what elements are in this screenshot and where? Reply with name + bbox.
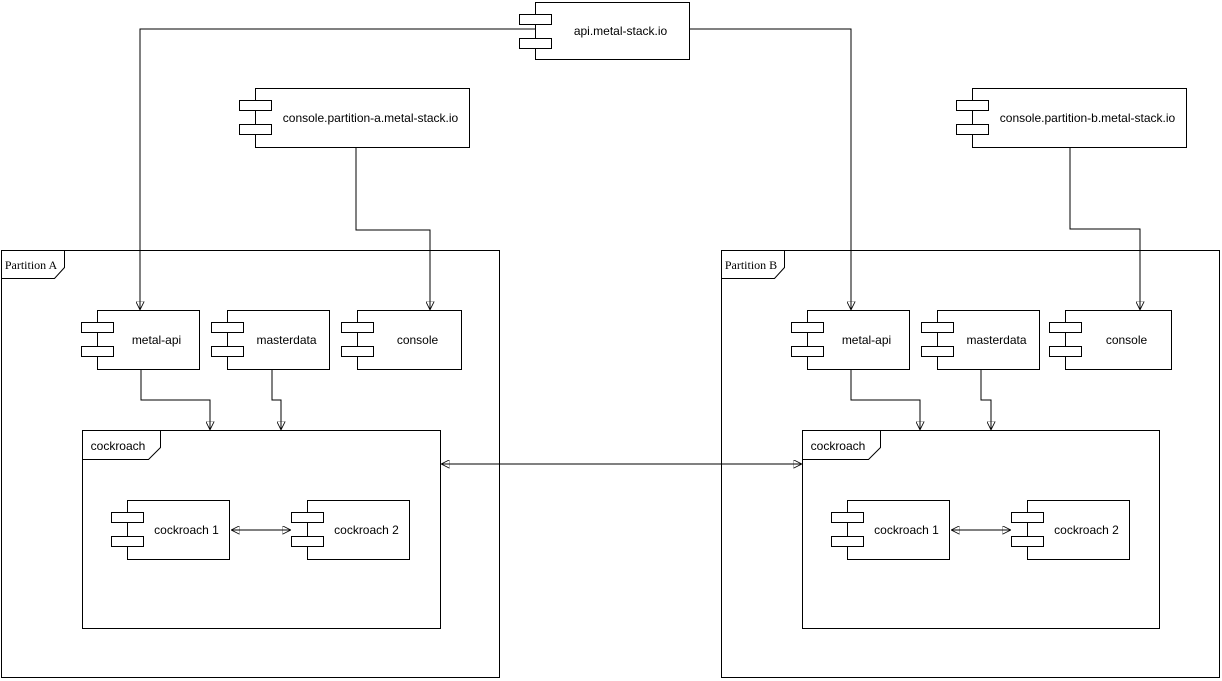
component-icon	[81, 346, 114, 357]
component-icon	[341, 322, 374, 333]
component-icon	[956, 124, 989, 135]
component-label: metal-api	[131, 333, 182, 347]
component-icon	[831, 512, 864, 523]
component-label: masterdata	[966, 333, 1027, 347]
component-cockroach-2-b: cockroach 2	[1011, 500, 1130, 560]
component-icon	[111, 512, 144, 523]
component-icon	[111, 536, 144, 547]
component-icon	[1011, 512, 1044, 523]
component-metal-api-a: metal-api	[81, 310, 200, 370]
partition-b-label: Partition B	[724, 257, 778, 272]
partition-a-label: Partition A	[4, 257, 58, 272]
component-icon	[791, 346, 824, 357]
component-metal-api-b: metal-api	[791, 310, 910, 370]
component-icon	[791, 322, 824, 333]
component-icon	[81, 322, 114, 333]
component-masterdata-b: masterdata	[921, 310, 1040, 370]
cockroach-frame-a-label: cockroach	[90, 438, 146, 453]
component-label: masterdata	[256, 333, 317, 347]
component-icon	[291, 512, 324, 523]
component-label: console.partition-b.metal-stack.io	[999, 111, 1176, 125]
component-cockroach-2-a: cockroach 2	[291, 500, 410, 560]
component-icon	[519, 38, 552, 49]
frame-tab-shape	[1, 250, 65, 279]
component-cockroach-1-b: cockroach 1	[831, 500, 950, 560]
component-icon	[519, 14, 552, 25]
component-cockroach-1-a: cockroach 1	[111, 500, 230, 560]
component-icon	[341, 346, 374, 357]
component-label: api.metal-stack.io	[573, 24, 668, 38]
component-icon	[1049, 346, 1082, 357]
component-icon	[291, 536, 324, 547]
component-masterdata-a: masterdata	[211, 310, 330, 370]
component-icon	[1049, 322, 1082, 333]
component-label: cockroach 1	[154, 523, 219, 537]
frame-tab-shape	[82, 430, 161, 460]
component-icon	[831, 536, 864, 547]
component-icon	[211, 322, 244, 333]
frame-tab-shape	[802, 430, 881, 460]
component-label: console	[1105, 333, 1148, 347]
component-label: console.partition-a.metal-stack.io	[282, 111, 459, 125]
component-api-metal-stack-io: api.metal-stack.io	[519, 2, 690, 60]
cockroach-frame-b-label: cockroach	[810, 438, 866, 453]
component-icon	[921, 346, 954, 357]
component-label: console	[396, 333, 439, 347]
component-icon	[239, 124, 272, 135]
component-label: cockroach 2	[1054, 523, 1119, 537]
component-icon	[239, 100, 272, 111]
component-console-partition-a: console.partition-a.metal-stack.io	[239, 88, 470, 148]
component-console-partition-b: console.partition-b.metal-stack.io	[956, 88, 1187, 148]
component-icon	[1011, 536, 1044, 547]
component-label: metal-api	[841, 333, 892, 347]
component-console-b: console	[1049, 310, 1172, 370]
component-console-a: console	[341, 310, 462, 370]
component-icon	[921, 322, 954, 333]
component-label: cockroach 1	[874, 523, 939, 537]
component-label: cockroach 2	[334, 523, 399, 537]
component-icon	[211, 346, 244, 357]
component-icon	[956, 100, 989, 111]
